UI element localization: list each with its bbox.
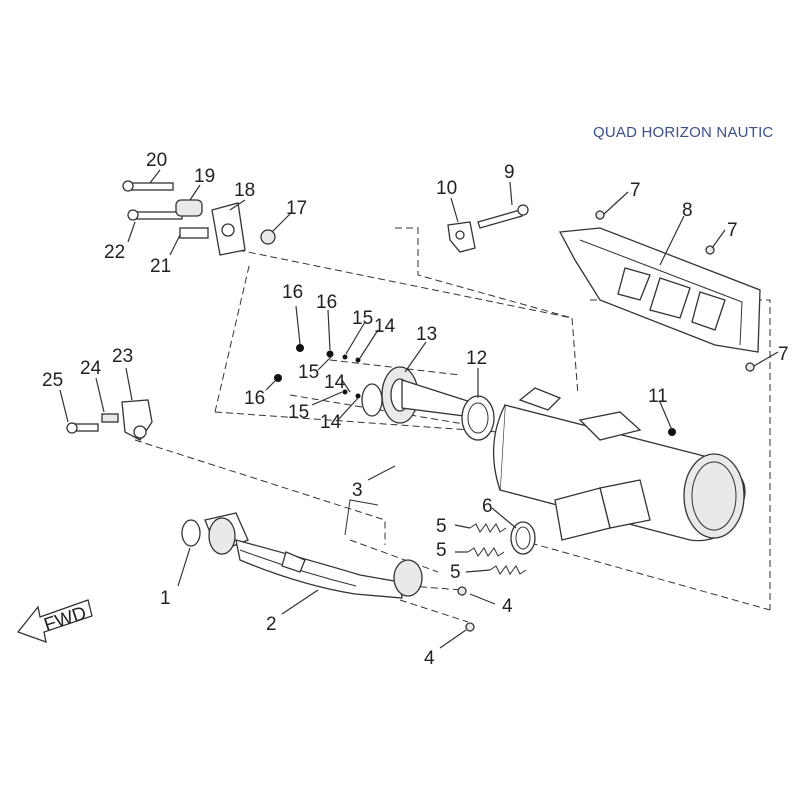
callout-15: 15 bbox=[288, 402, 309, 423]
callout-5: 5 bbox=[450, 562, 461, 583]
callout-7: 7 bbox=[630, 180, 641, 201]
exhaust-springs bbox=[457, 521, 536, 632]
rear-mount-bracket bbox=[66, 399, 153, 441]
callout-7: 7 bbox=[727, 220, 738, 241]
callout-17: 17 bbox=[286, 198, 307, 219]
gasket-fasteners bbox=[274, 344, 361, 399]
callout-12: 12 bbox=[466, 348, 487, 369]
callout-13: 13 bbox=[416, 324, 437, 345]
callout-5: 5 bbox=[436, 516, 447, 537]
bracket-10 bbox=[447, 204, 529, 253]
callout-6: 6 bbox=[482, 496, 493, 517]
callout-19: 19 bbox=[194, 166, 215, 187]
flange-gasket bbox=[361, 366, 481, 424]
callout-21: 21 bbox=[150, 256, 171, 277]
callout-15: 15 bbox=[352, 308, 373, 329]
fwd-label: FWD bbox=[41, 603, 89, 636]
callout-25: 25 bbox=[42, 370, 63, 391]
callout-5: 5 bbox=[436, 540, 447, 561]
callout-23: 23 bbox=[112, 346, 133, 367]
forward-direction-arrow: FWD bbox=[16, 599, 93, 643]
callout-14: 14 bbox=[324, 372, 346, 393]
callout-18: 18 bbox=[234, 180, 255, 201]
heat-shield bbox=[558, 227, 761, 353]
callout-3: 3 bbox=[352, 480, 363, 501]
callout-7: 7 bbox=[778, 344, 789, 365]
callout-leader-lines bbox=[59, 169, 779, 649]
callout-16: 16 bbox=[282, 282, 303, 303]
callout-24: 24 bbox=[80, 358, 102, 379]
callout-14: 14 bbox=[320, 412, 342, 433]
callout-20: 20 bbox=[146, 150, 167, 171]
callout-16: 16 bbox=[244, 388, 265, 409]
head-pipe bbox=[181, 499, 423, 599]
callout-8: 8 bbox=[682, 200, 693, 221]
callout-9: 9 bbox=[504, 162, 515, 183]
callout-4: 4 bbox=[502, 596, 513, 617]
watermark-text: QUAD HORIZON NAUTIC bbox=[593, 124, 773, 141]
callout-10: 10 bbox=[436, 178, 457, 199]
callout-16: 16 bbox=[316, 292, 337, 313]
callout-1: 1 bbox=[160, 588, 171, 609]
callout-22: 22 bbox=[104, 242, 125, 263]
upper-bracket-assembly bbox=[122, 180, 276, 256]
callout-11: 11 bbox=[648, 386, 668, 407]
seal-ring-12 bbox=[461, 395, 495, 441]
muffler-body bbox=[492, 387, 746, 542]
callout-14: 14 bbox=[374, 316, 396, 337]
callout-numbers: 1 2 3 4 4 5 5 5 6 7 7 7 8 9 10 11 12 13 … bbox=[42, 150, 789, 669]
callout-2: 2 bbox=[266, 614, 277, 635]
callout-15: 15 bbox=[298, 362, 319, 383]
callout-4: 4 bbox=[424, 648, 435, 669]
